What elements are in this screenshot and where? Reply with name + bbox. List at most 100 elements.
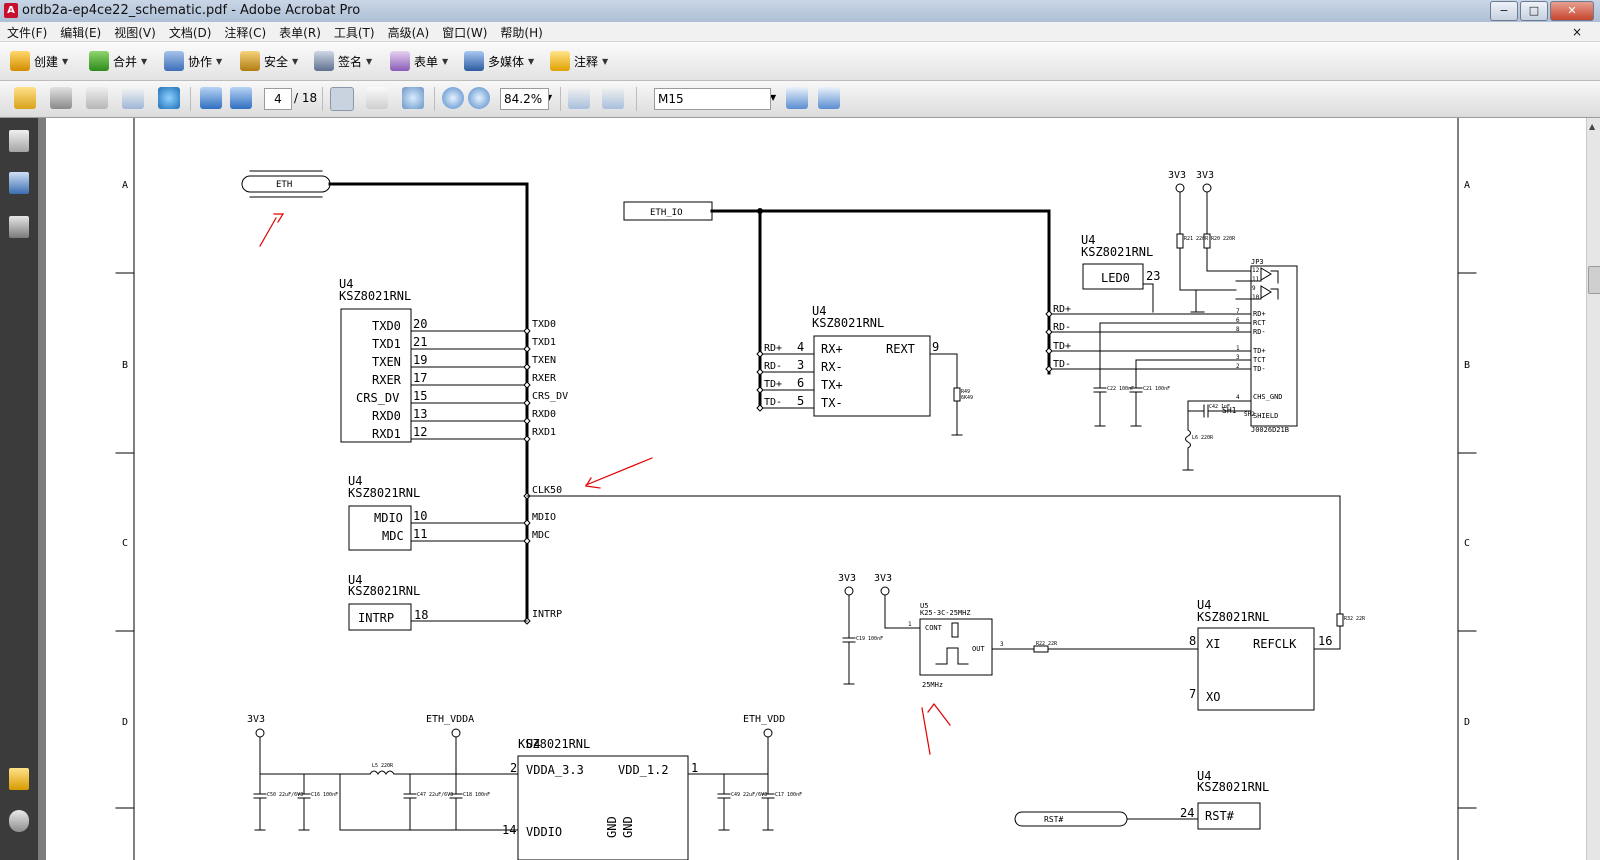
- mii-pin-name: RXER: [372, 373, 402, 387]
- svg-text:10: 10: [1252, 294, 1260, 301]
- led-pin-name: LED0: [1101, 271, 1130, 285]
- maximize-button[interactable]: □: [1520, 1, 1548, 21]
- zoom-input[interactable]: 84.2%: [500, 88, 549, 110]
- zoom-dropdown-icon[interactable]: ▼: [546, 93, 553, 102]
- menu-window[interactable]: 窗口(W): [442, 26, 488, 40]
- find-next-icon[interactable]: [818, 87, 840, 109]
- svg-text:RST#: RST#: [1044, 815, 1063, 824]
- refclk-pin-name: REFCLK: [1253, 637, 1297, 651]
- jack-pin-name: RCT: [1253, 319, 1266, 327]
- phy-pin-name: TX-: [821, 396, 843, 410]
- create-label: 创建: [34, 54, 59, 69]
- xi-pin-name: XI: [1206, 637, 1220, 651]
- svg-text:1: 1: [691, 761, 698, 775]
- svg-text:CHS_GND: CHS_GND: [1253, 393, 1283, 401]
- cap-c21: C21 100nF: [1129, 361, 1170, 427]
- svg-text:3V3: 3V3: [874, 573, 892, 584]
- menu-tools[interactable]: 工具(T): [333, 26, 375, 40]
- find-previous-icon[interactable]: [786, 87, 808, 109]
- close-document-icon[interactable]: ×: [1571, 25, 1582, 39]
- bookmarks-icon[interactable]: [9, 172, 29, 194]
- print-icon[interactable]: [50, 87, 72, 109]
- phy-part: KSZ8021RNL: [812, 316, 884, 330]
- rst-part: KSZ8021RNL: [1197, 780, 1269, 794]
- create-button[interactable]: 创建▼: [10, 50, 68, 72]
- fit-page-icon[interactable]: [568, 87, 590, 109]
- scroll-up-icon[interactable]: ▲: [1589, 122, 1596, 131]
- comments-panel-icon[interactable]: [9, 768, 29, 790]
- hand-tool-icon[interactable]: [366, 87, 388, 109]
- zoom-out-icon[interactable]: [442, 87, 464, 109]
- svg-text:14: 14: [502, 823, 516, 837]
- email-icon[interactable]: [122, 87, 144, 109]
- rj45-jack: JP3 J0026D21B 12 11 9 10: [1190, 258, 1298, 434]
- cap-label: C50 22uF/6V3: [267, 792, 303, 798]
- page-number-input[interactable]: 4: [264, 88, 292, 110]
- menu-document[interactable]: 文档(D): [168, 26, 212, 40]
- cap-label: C47 22uF/6V3: [417, 792, 453, 798]
- attachments-icon[interactable]: [9, 810, 29, 832]
- cap-label: C18 100nF: [463, 792, 490, 798]
- forms-button[interactable]: 表单▼: [390, 50, 448, 72]
- rst-pin-name: RST#: [1205, 809, 1235, 823]
- menu-forms[interactable]: 表单(R): [279, 26, 321, 40]
- menu-file[interactable]: 文件(F): [7, 26, 48, 40]
- rst-pin-num: 24: [1180, 806, 1194, 820]
- row-label-c-right: C: [1464, 538, 1470, 549]
- power-block: 3V3 ETH_VDDA ETH_VDD L5 220R U4 KSZ8021R…: [247, 714, 785, 860]
- menu-edit[interactable]: 编辑(E): [60, 26, 102, 40]
- select-tool-icon[interactable]: [330, 87, 354, 111]
- previous-page-icon[interactable]: [200, 87, 222, 109]
- security-button[interactable]: 安全▼: [240, 50, 298, 72]
- zoom-tool-icon[interactable]: [402, 87, 424, 109]
- sign-button[interactable]: 签名▼: [314, 50, 372, 72]
- mii-pin-num: 19: [413, 353, 427, 367]
- open-folder-icon[interactable]: [14, 87, 36, 109]
- security-label: 安全: [264, 54, 289, 69]
- eth-port: ETH: [241, 170, 331, 198]
- rst-ref: U4: [1197, 769, 1211, 783]
- svg-text:U4: U4: [526, 737, 540, 751]
- rj-net-label: RD-: [1053, 322, 1071, 333]
- vertical-scrollbar[interactable]: ▲: [1586, 118, 1600, 860]
- svg-text:R22 22R: R22 22R: [1036, 641, 1058, 647]
- xo-pin-name: XO: [1206, 690, 1220, 704]
- find-dropdown-icon[interactable]: ▼: [770, 93, 777, 102]
- svg-text:U5: U5: [920, 602, 928, 610]
- svg-text:1: 1: [908, 621, 912, 628]
- svg-text:GND: GND: [605, 816, 619, 838]
- svg-text:R20 220R: R20 220R: [1211, 236, 1236, 242]
- row-label-b: B: [122, 360, 128, 371]
- close-button[interactable]: ✕: [1550, 1, 1594, 21]
- menu-comments[interactable]: 注释(C): [224, 26, 267, 40]
- jack-pin-name: TD+: [1253, 347, 1266, 355]
- next-page-icon[interactable]: [230, 87, 252, 109]
- menu-help[interactable]: 帮助(H): [500, 26, 543, 40]
- save-icon[interactable]: [86, 87, 108, 109]
- comment-button[interactable]: 注释▼: [550, 50, 608, 72]
- menu-view[interactable]: 视图(V): [114, 26, 156, 40]
- jack-pin-num: 8: [1236, 326, 1240, 333]
- combine-button[interactable]: 合并▼: [89, 50, 147, 72]
- multimedia-button[interactable]: 多媒体▼: [464, 50, 534, 72]
- menu-advanced[interactable]: 高级(A): [387, 26, 430, 40]
- svg-text:R21 220R: R21 220R: [1184, 236, 1209, 242]
- collaborate-button[interactable]: 协作▼: [164, 50, 222, 72]
- scroll-thumb[interactable]: [1588, 266, 1600, 294]
- mii-pin-name: RXD0: [372, 409, 401, 423]
- svg-text:C42 1nF: C42 1nF: [1209, 404, 1230, 410]
- zoom-in-icon[interactable]: [468, 87, 490, 109]
- svg-text:VDDIO: VDDIO: [526, 825, 562, 839]
- fit-width-icon[interactable]: [602, 87, 624, 109]
- web-icon[interactable]: [158, 87, 180, 109]
- find-input[interactable]: M15: [654, 88, 771, 110]
- phy-net-label: TD+: [764, 379, 782, 390]
- minimize-button[interactable]: −: [1490, 1, 1518, 21]
- svg-text:OUT: OUT: [972, 645, 985, 653]
- pdf-icon: A: [4, 3, 18, 18]
- pages-icon[interactable]: [9, 130, 29, 152]
- title-bar: A ordb2a-ep4ce22_schematic.pdf - Adobe A…: [0, 0, 1600, 23]
- window-title: ordb2a-ep4ce22_schematic.pdf - Adobe Acr…: [22, 3, 361, 18]
- signatures-icon[interactable]: [9, 216, 29, 238]
